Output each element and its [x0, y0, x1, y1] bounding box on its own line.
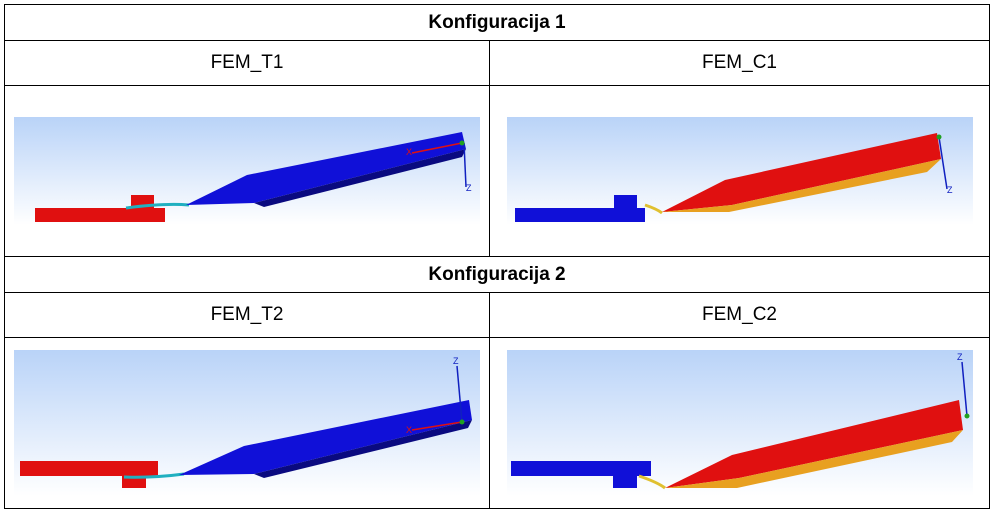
fem-t2-viewport: X Z	[14, 350, 480, 496]
arm-beam	[661, 133, 941, 212]
results-table: Konfiguracija 1 FEM_T1 FEM_C1 X	[4, 4, 990, 509]
arm-beam	[664, 400, 963, 488]
arm-beam-shadow	[254, 420, 472, 478]
fem-t1-viewport: X Z	[14, 117, 480, 225]
z-axis-line	[463, 142, 467, 188]
fem-t1-cell: X Z	[4, 85, 490, 257]
mount-block	[122, 476, 146, 488]
fem-c2-viewport: Z	[506, 350, 973, 496]
origin-marker	[459, 419, 465, 425]
flexure	[638, 474, 666, 490]
fem-c1-viewport: Z	[506, 117, 973, 225]
x-axis-label: X	[406, 425, 412, 435]
z-axis-label: Z	[453, 356, 459, 366]
x-axis-line	[411, 421, 463, 431]
fem-t2-label: FEM_T2	[4, 292, 490, 338]
base-plate	[20, 461, 158, 476]
origin-marker	[936, 134, 941, 140]
origin-marker	[964, 413, 969, 419]
flexure	[644, 203, 663, 215]
base-plate	[514, 208, 645, 222]
fem-c1-label: FEM_C1	[489, 40, 990, 86]
fem-c2-label: FEM_C2	[489, 292, 990, 338]
base-plate	[35, 208, 165, 222]
config-2-title: Konfiguracija 2	[4, 256, 990, 293]
arm-beam	[186, 132, 466, 205]
mount-block	[612, 476, 637, 488]
z-axis-line	[937, 136, 948, 190]
base-plate	[510, 461, 651, 476]
x-axis-label: X	[406, 147, 412, 157]
config-1-title: Konfiguracija 1	[4, 4, 990, 41]
mount-block	[613, 195, 637, 209]
fem-c1-cell: Z	[489, 85, 990, 257]
origin-marker	[459, 140, 465, 146]
z-axis-label: Z	[957, 352, 963, 362]
arm-beam-shadow	[254, 149, 466, 207]
z-axis-label: Z	[947, 185, 953, 195]
z-axis-label: Z	[466, 183, 472, 193]
z-axis-line	[960, 361, 968, 417]
flexure	[125, 202, 190, 210]
fem-t2-cell: X Z	[4, 337, 490, 509]
fem-t1-label: FEM_T1	[4, 40, 490, 86]
z-axis-line	[456, 365, 463, 423]
fem-c2-cell: Z	[489, 337, 990, 509]
flexure	[123, 472, 185, 479]
arm-beam	[179, 400, 472, 475]
x-axis-line	[411, 142, 463, 154]
